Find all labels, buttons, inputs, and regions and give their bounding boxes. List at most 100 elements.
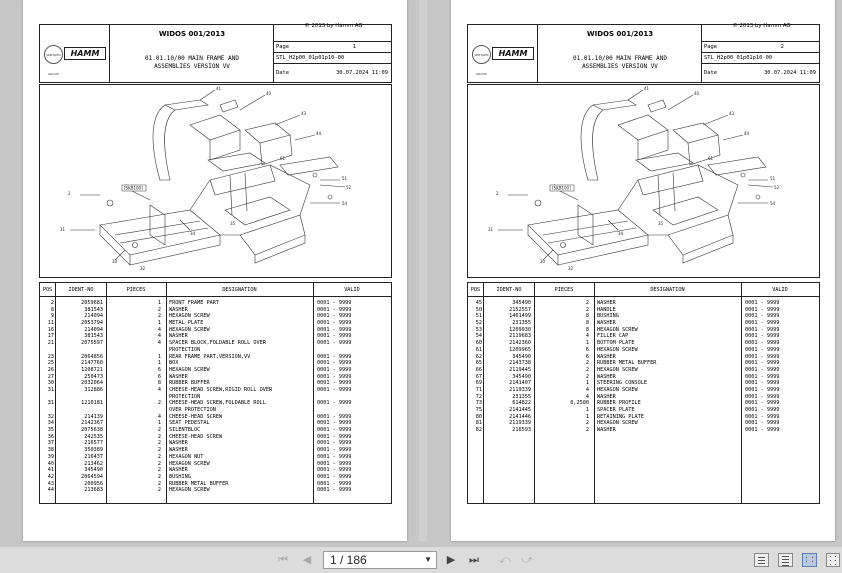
- table-header: POS IDENT-NO PIECES DESIGNATION VALID: [468, 283, 819, 297]
- table-row: PROTECTION: [40, 347, 391, 354]
- valid-cell: 0001 - 9999: [317, 400, 352, 407]
- rotate-back-icon[interactable]: ⤺: [499, 553, 511, 566]
- svg-text:34: 34: [618, 231, 624, 236]
- pos-cell: 17: [47, 333, 54, 340]
- valid-cell: 0001 - 9999: [745, 427, 780, 434]
- pos-cell: 37: [47, 440, 54, 447]
- ident-cell: 1209965: [509, 346, 531, 353]
- valid-cell: 0001 - 9999: [745, 413, 780, 420]
- designation-cell: WASHER: [597, 427, 616, 434]
- pieces-cell: 2: [157, 467, 161, 474]
- designation-cell: HEXAGON SCREW: [169, 487, 210, 494]
- svg-text:30: 30: [540, 259, 546, 264]
- designation-cell: RUBBER PROFILE: [597, 400, 641, 407]
- svg-text:2: 2: [496, 191, 499, 196]
- valid-cell: 0001 - 9999: [317, 326, 352, 333]
- pieces-cell: 8: [157, 380, 161, 387]
- page-selector[interactable]: 1 / 186 ▼: [323, 551, 437, 569]
- designation-cell: HEXAGON SCREW: [597, 326, 638, 333]
- pos-cell: 43: [47, 480, 54, 487]
- pieces-cell: 1: [585, 413, 589, 420]
- valid-cell: 0001 - 9999: [745, 393, 780, 400]
- designation-cell: CHEESE-HEAD SCREW,FOLDABLE ROLL: [169, 400, 266, 407]
- pos-cell: 45: [475, 300, 482, 306]
- pos-cell: 21: [47, 340, 54, 347]
- designation-cell: WASHER: [597, 320, 616, 327]
- next-page-icon[interactable]: ▶: [446, 553, 456, 566]
- title-area: WIDOS 001/2013 01.01.10/00 MAIN FRAME AN…: [110, 25, 274, 82]
- pos-cell: 2: [50, 300, 54, 306]
- wirtgen-logo: WIRTGEN GROUP: [44, 45, 63, 76]
- ident-cell: 381543: [84, 306, 103, 313]
- designation-cell: WASHER: [169, 467, 188, 474]
- system-name: WIDOS 001/2013: [586, 30, 654, 38]
- parts-table: POS IDENT-NO PIECES DESIGNATION VALID 45…: [467, 282, 820, 504]
- hamm-logo: HAMM: [64, 47, 106, 60]
- assembly-title: 01.01.10/00 MAIN FRAME AND ASSEMBLIES VE…: [573, 55, 667, 70]
- two-page-view-icon[interactable]: [802, 553, 817, 567]
- pos-cell: 44: [47, 487, 54, 494]
- valid-cell: 0001 - 9999: [317, 487, 352, 494]
- ident-cell: 2064594: [81, 473, 103, 480]
- designation-cell: CHEESE-HEAD SCREW: [169, 433, 223, 440]
- designation-cell: PROTECTION: [169, 393, 201, 400]
- two-page-continuous-view-icon[interactable]: [826, 553, 840, 567]
- svg-text:[SKB100]: [SKB100]: [124, 186, 143, 191]
- pos-cell: 65: [475, 360, 482, 367]
- pos-cell: 38: [47, 447, 54, 454]
- pos-cell: 8: [50, 306, 54, 313]
- svg-text:35: 35: [230, 221, 236, 226]
- designation-cell: HEXAGON SCREW: [169, 366, 210, 373]
- pieces-cell: 4: [157, 333, 161, 340]
- valid-cell: 0001 - 9999: [317, 447, 352, 454]
- designation-cell: FILLER CAP: [597, 333, 629, 340]
- designation-cell: SEAT PEDESTAL: [169, 420, 210, 427]
- last-page-icon[interactable]: ⏭: [469, 553, 479, 566]
- designation-cell: WASHER: [169, 333, 188, 340]
- valid-cell: 0001 - 9999: [317, 333, 352, 340]
- pieces-cell: 2: [585, 306, 589, 313]
- valid-cell: 0001 - 9999: [745, 320, 780, 327]
- pieces-cell: 2: [157, 313, 161, 320]
- pos-cell: 36: [47, 433, 54, 440]
- ident-cell: 1209930: [509, 326, 531, 333]
- valid-cell: 0001 - 9999: [745, 333, 780, 340]
- previous-page-icon[interactable]: ◀: [302, 553, 312, 566]
- valid-cell: 0001 - 9999: [745, 313, 780, 320]
- designation-cell: METAL PLATE: [169, 320, 204, 327]
- svg-text:2: 2: [68, 191, 71, 196]
- logo-area: WIRTGEN GROUP HAMM: [40, 25, 110, 82]
- continuous-view-icon[interactable]: [778, 553, 793, 567]
- designation-cell: WASHER: [597, 373, 616, 380]
- designation-cell: HEXAGON SCREW: [597, 346, 638, 353]
- designation-cell: WASHER: [597, 353, 616, 360]
- svg-text:54: 54: [342, 201, 348, 206]
- svg-text:30: 30: [112, 259, 118, 264]
- ident-cell: 2059681: [81, 300, 103, 306]
- designation-cell: HEXAGON SCREW: [597, 366, 638, 373]
- designation-cell: BOX: [169, 360, 179, 367]
- valid-cell: 0001 - 9999: [317, 320, 352, 327]
- single-page-view-icon[interactable]: [754, 553, 769, 567]
- first-page-icon[interactable]: ⏮: [278, 553, 288, 566]
- valid-cell: 0001 - 9999: [745, 300, 780, 306]
- pos-cell: 26: [47, 366, 54, 373]
- designation-cell: CHEESE-HEAD SCREW,RIGID ROLL OVER: [169, 386, 273, 393]
- pieces-cell: 4: [157, 326, 161, 333]
- designation-cell: HEXAGON SCREW: [597, 420, 638, 427]
- valid-cell: 0001 - 9999: [317, 300, 352, 306]
- ident-cell: 345490: [512, 353, 531, 360]
- rotate-forward-icon[interactable]: ⤻: [521, 553, 533, 566]
